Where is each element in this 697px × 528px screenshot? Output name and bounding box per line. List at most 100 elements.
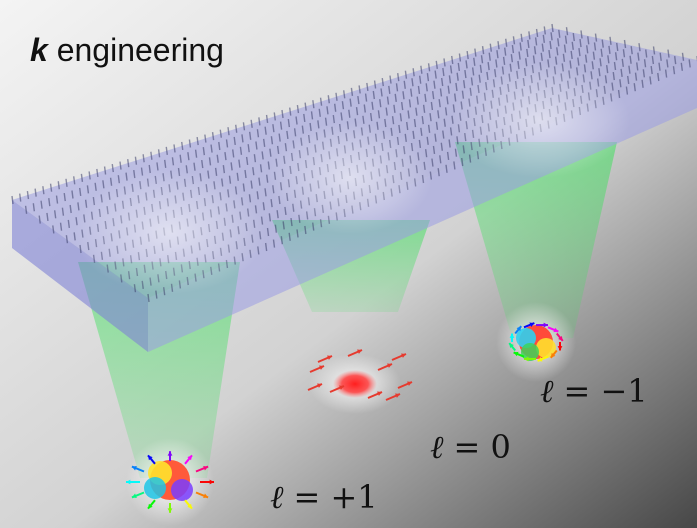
nanopillar <box>439 155 442 164</box>
nanopillar <box>457 62 461 72</box>
polarization-arrowhead <box>377 391 382 396</box>
nanopillar <box>518 51 521 60</box>
polarization-arrowhead <box>543 322 548 328</box>
spot-middle-core <box>333 370 377 398</box>
nanopillar <box>270 199 273 208</box>
nanopillar <box>239 146 243 155</box>
figure-title: k engineering <box>30 32 224 69</box>
nanopillar <box>65 178 68 187</box>
nanopillar <box>666 59 669 68</box>
nanopillar <box>264 242 268 252</box>
nanopillar <box>658 62 661 71</box>
nanopillar <box>418 139 422 149</box>
nanopillar <box>633 83 636 92</box>
nanopillar <box>636 62 639 71</box>
nanopillar <box>286 130 289 140</box>
nanopillar <box>388 85 391 94</box>
nanopillar <box>327 95 330 104</box>
nanopillar <box>244 169 247 179</box>
nanopillar <box>312 100 315 109</box>
nanopillar <box>250 180 253 189</box>
polarization-arrowhead <box>339 385 344 390</box>
nanopillar <box>88 171 91 180</box>
nanopillar <box>495 59 498 68</box>
polarization-arrowhead <box>509 343 514 349</box>
nanopillar <box>377 110 381 119</box>
nanopillar <box>600 48 603 57</box>
nanopillar <box>65 235 69 244</box>
nanopillar <box>659 52 662 61</box>
nanopillar <box>194 149 198 158</box>
nanopillar <box>641 79 644 88</box>
nanopillar <box>279 121 283 130</box>
nanopillar <box>520 33 523 42</box>
nanopillar <box>227 127 230 136</box>
nanopillar <box>535 28 539 38</box>
nanopillar <box>268 213 272 222</box>
polarization-arrowhead <box>407 381 412 386</box>
nanopillar <box>259 164 263 173</box>
nanopillar <box>557 38 560 47</box>
nanopillar <box>53 210 57 219</box>
nanopillar <box>681 52 685 61</box>
nanopillar <box>332 114 336 124</box>
lens-pattern-middle <box>268 122 432 234</box>
nanopillar <box>210 144 213 153</box>
nanopillar <box>333 103 337 112</box>
nanopillar <box>78 187 82 197</box>
nanopillar <box>614 52 618 61</box>
nanopillar <box>373 80 377 89</box>
nanopillar <box>420 65 423 74</box>
nanopillar <box>348 109 351 118</box>
nanopillar <box>410 88 413 97</box>
nanopillar <box>173 144 176 153</box>
nanopillar <box>340 112 343 121</box>
nanopillar <box>55 195 59 204</box>
nanopillar <box>267 161 271 170</box>
nanopillar <box>593 42 597 51</box>
nanopillar <box>645 49 648 58</box>
nanopillar <box>19 193 22 202</box>
nanopillar <box>449 127 453 136</box>
nanopillar <box>435 121 439 130</box>
nanopillar <box>417 85 421 95</box>
nanopillar <box>534 37 538 46</box>
nanopillar <box>488 52 491 61</box>
nanopillar <box>621 58 624 67</box>
nanopillar <box>196 136 199 146</box>
nanopillar <box>296 229 299 238</box>
nanopillar <box>393 104 396 113</box>
nanopillar <box>580 30 583 39</box>
nanopillar <box>242 122 246 131</box>
nanopillar <box>381 77 384 87</box>
nanopillar <box>273 112 276 121</box>
nanopillar <box>282 221 285 230</box>
polarization-arrowhead <box>550 352 556 358</box>
nanopillar <box>11 195 14 205</box>
nanopillar <box>171 157 175 166</box>
nanopillar <box>264 188 267 197</box>
nanopillar <box>384 118 387 128</box>
polarization-arrowhead <box>558 335 563 341</box>
nanopillar <box>519 42 522 51</box>
nanopillar <box>147 293 150 303</box>
nanopillar <box>296 104 300 114</box>
nanopillar <box>225 139 229 148</box>
nanopillar <box>438 99 441 108</box>
nanopillar <box>265 114 269 124</box>
nanopillar <box>233 136 236 145</box>
nanopillar <box>628 65 631 74</box>
nanopillar <box>651 55 655 65</box>
nanopillar <box>587 36 590 45</box>
spot-middle-arrows <box>307 349 413 401</box>
label-ell-plus-one: ℓ = +1 <box>270 478 378 516</box>
nanopillar <box>262 138 266 147</box>
nanopillar <box>564 35 568 44</box>
nanopillar <box>398 124 401 134</box>
nanopillar <box>578 48 581 57</box>
nanopillar <box>527 39 530 49</box>
nanopillar <box>264 126 267 135</box>
polarization-arrowhead <box>516 326 522 332</box>
nanopillar <box>672 66 676 75</box>
polarization-arrowhead <box>203 493 209 498</box>
